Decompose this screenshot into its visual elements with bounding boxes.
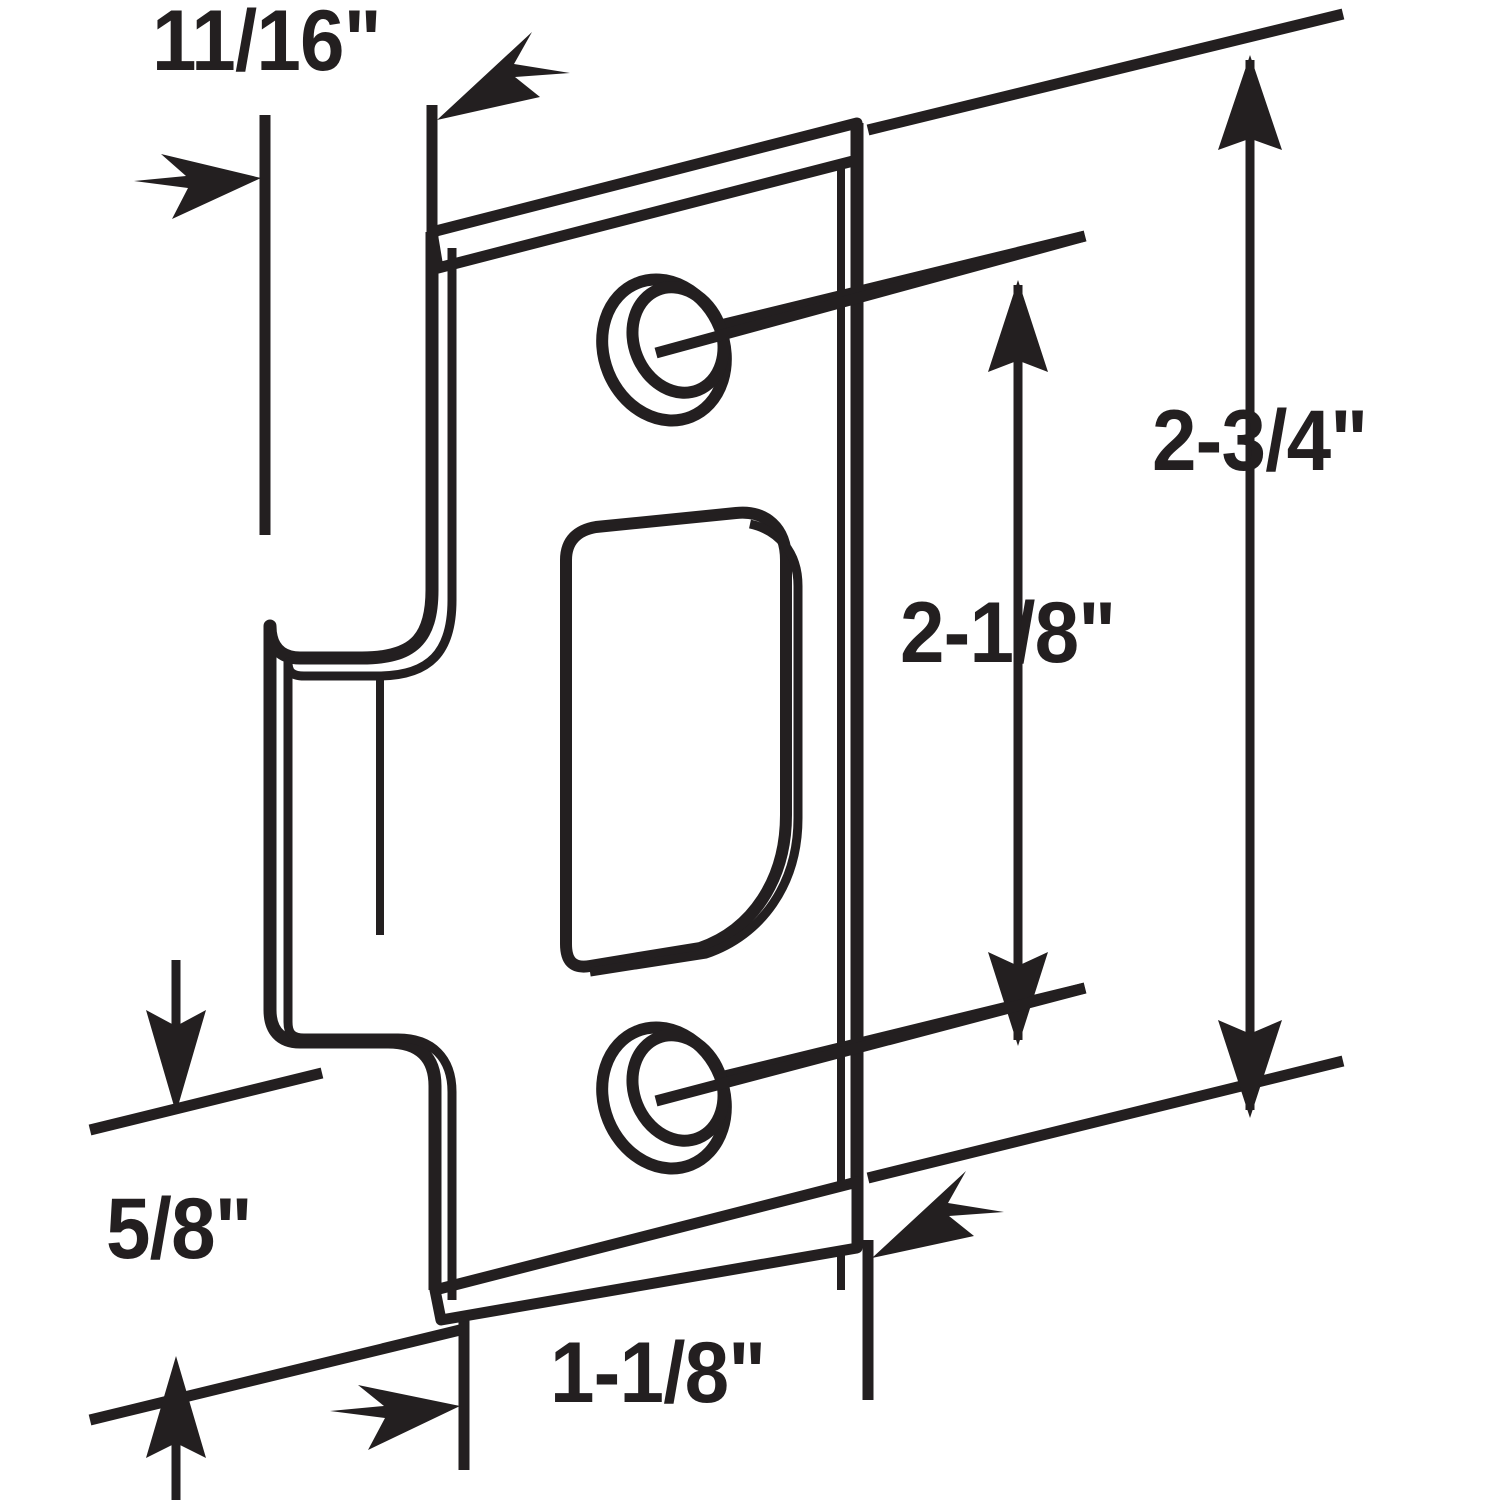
latch-opening-outer	[560, 506, 792, 973]
dimension-label-bottom-offset: 5/8"	[106, 1181, 253, 1277]
arrow-head-down-overall	[1218, 970, 1282, 1118]
dimension-label-overall-height: 2-3/4"	[1152, 393, 1368, 489]
screw-hole-bottom-inner	[626, 1029, 730, 1147]
plate-left-profile-inner	[283, 248, 457, 1300]
witness-line-top-overall	[866, 8, 1345, 136]
arrow-head-right-1116	[134, 154, 261, 219]
witness-line-bottom-offset	[88, 1324, 462, 1426]
latch-opening-depth-line	[589, 519, 803, 977]
arrow-head-down-opening	[988, 904, 1048, 1046]
arrow-head-down-offset	[146, 962, 206, 1113]
arrow-head-up-opening	[988, 280, 1048, 420]
arrow-head-left-1116	[437, 32, 570, 120]
dimension-label-plate-width: 1-1/8"	[550, 1325, 766, 1421]
screw-hole-bottom	[596, 982, 1087, 1175]
screw-hole-bottom-leader	[654, 982, 1087, 1107]
arrow-head-up-offset	[146, 1356, 206, 1500]
screw-hole-top-leader	[654, 230, 1087, 359]
arrow-head-left-width	[872, 1171, 1004, 1258]
arrow-head-up-overall	[1218, 55, 1282, 200]
dimension-label-flange-width: 11/16"	[152, 0, 382, 89]
witness-line-bottom-overall	[866, 1055, 1345, 1184]
arrow-head-right-width	[330, 1385, 460, 1450]
dimension-label-opening-height: 2-1/8"	[900, 585, 1116, 681]
witness-line-top-offset	[88, 1067, 324, 1136]
plate-bottom-face	[429, 1176, 863, 1326]
screw-hole-top	[596, 230, 1087, 427]
screw-hole-top-inner	[626, 281, 730, 399]
plate-left-profile-outer	[263, 232, 442, 1290]
plate-top-face	[426, 117, 863, 274]
